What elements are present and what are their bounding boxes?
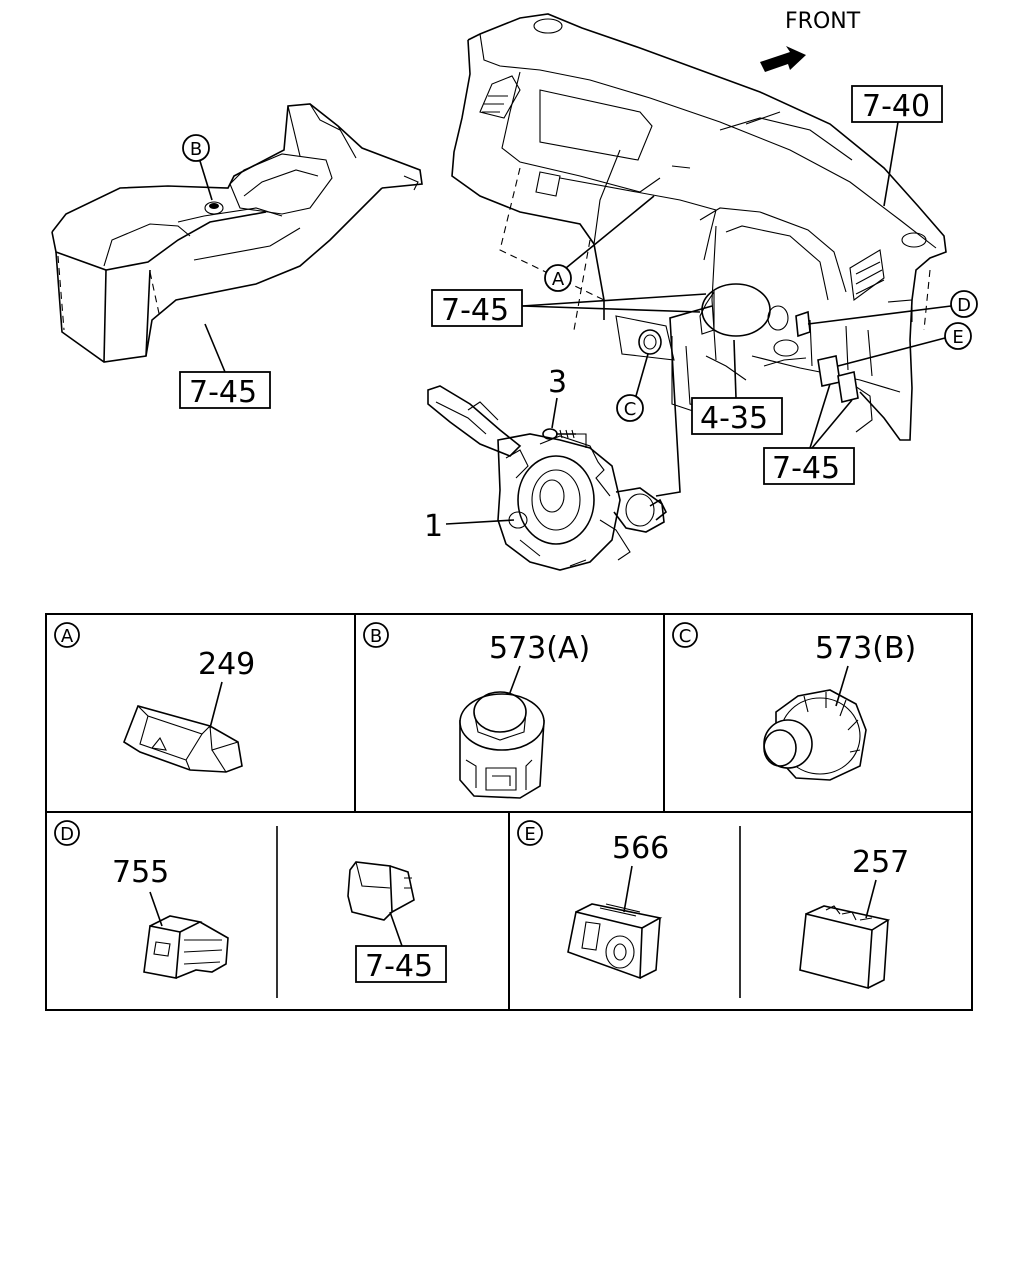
detail-b-part-label: 573(A) bbox=[489, 631, 590, 666]
callout-part-1: 1 bbox=[424, 509, 515, 544]
detail-c-marker: C bbox=[679, 626, 692, 647]
part-3-label: 3 bbox=[548, 365, 567, 400]
switch-755-drawing bbox=[143, 915, 229, 979]
knob-b-drawing bbox=[763, 689, 867, 781]
detail-b-cell: B 573(A) bbox=[363, 622, 590, 799]
switch-257-drawing bbox=[799, 905, 891, 990]
circle-d-label: D bbox=[957, 295, 971, 316]
detail-b-marker: B bbox=[370, 626, 382, 647]
ref-7-45-dash-label: 7-45 bbox=[441, 293, 509, 328]
callout-4-35: 4-35 bbox=[691, 339, 783, 436]
detail-a-cell: A 249 bbox=[54, 622, 255, 773]
callout-7-40: 7-40 bbox=[851, 85, 943, 207]
ref-7-45-lower-label: 7-45 bbox=[772, 451, 840, 486]
detail-c-part-label: 573(B) bbox=[815, 631, 916, 666]
detail-a-marker: A bbox=[61, 626, 74, 647]
combination-switch-leader bbox=[655, 305, 713, 497]
hazard-switch-drawing bbox=[123, 705, 243, 773]
switch-7-45-drawing bbox=[347, 861, 415, 921]
instrument-panel-drawing bbox=[451, 13, 947, 441]
detail-e-marker: E bbox=[524, 824, 535, 845]
part-1-label: 1 bbox=[424, 509, 443, 544]
knob-a-drawing bbox=[459, 691, 545, 799]
detail-d-right-part-label: 7-45 bbox=[365, 949, 433, 984]
ref-7-45-console-label: 7-45 bbox=[189, 375, 257, 410]
callout-7-45-lower: 7-45 bbox=[763, 383, 855, 486]
circle-c-label: C bbox=[624, 399, 637, 420]
ref-7-40-label: 7-40 bbox=[862, 89, 930, 124]
circle-e-label: E bbox=[952, 327, 963, 348]
screw-drawing bbox=[542, 428, 587, 448]
center-console-drawing bbox=[51, 103, 423, 363]
detail-d-left-part-label: 755 bbox=[112, 855, 169, 890]
switch-566-drawing bbox=[567, 903, 663, 980]
circle-callout-a: A bbox=[544, 195, 655, 292]
circle-callout-c: C bbox=[616, 353, 649, 422]
detail-d-marker: D bbox=[60, 824, 74, 845]
front-indicator: FRONT bbox=[760, 9, 861, 72]
detail-grid bbox=[45, 613, 973, 1011]
circle-a-label: A bbox=[552, 269, 565, 290]
callout-part-3: 3 bbox=[548, 365, 567, 429]
detail-e-right-part-label: 257 bbox=[852, 845, 909, 880]
callout-7-45-console: 7-45 bbox=[179, 323, 271, 410]
circle-b-label: B bbox=[190, 139, 202, 160]
circle-callout-e: E bbox=[837, 322, 972, 367]
detail-c-cell: C 573(B) bbox=[672, 622, 916, 781]
ref-4-35-label: 4-35 bbox=[700, 401, 768, 436]
detail-d-cell: D 755 7-45 bbox=[54, 820, 447, 984]
front-arrow-icon bbox=[760, 46, 806, 72]
circle-callout-b: B bbox=[182, 134, 213, 201]
callout-7-45-dash: 7-45 bbox=[431, 289, 707, 328]
detail-e-left-part-label: 566 bbox=[612, 831, 669, 866]
detail-a-part-label: 249 bbox=[198, 647, 255, 682]
detail-e-cell: E 566 257 bbox=[517, 820, 909, 990]
front-label: FRONT bbox=[785, 9, 861, 34]
combination-switch-drawing bbox=[427, 385, 668, 571]
circle-callout-d: D bbox=[807, 290, 978, 325]
